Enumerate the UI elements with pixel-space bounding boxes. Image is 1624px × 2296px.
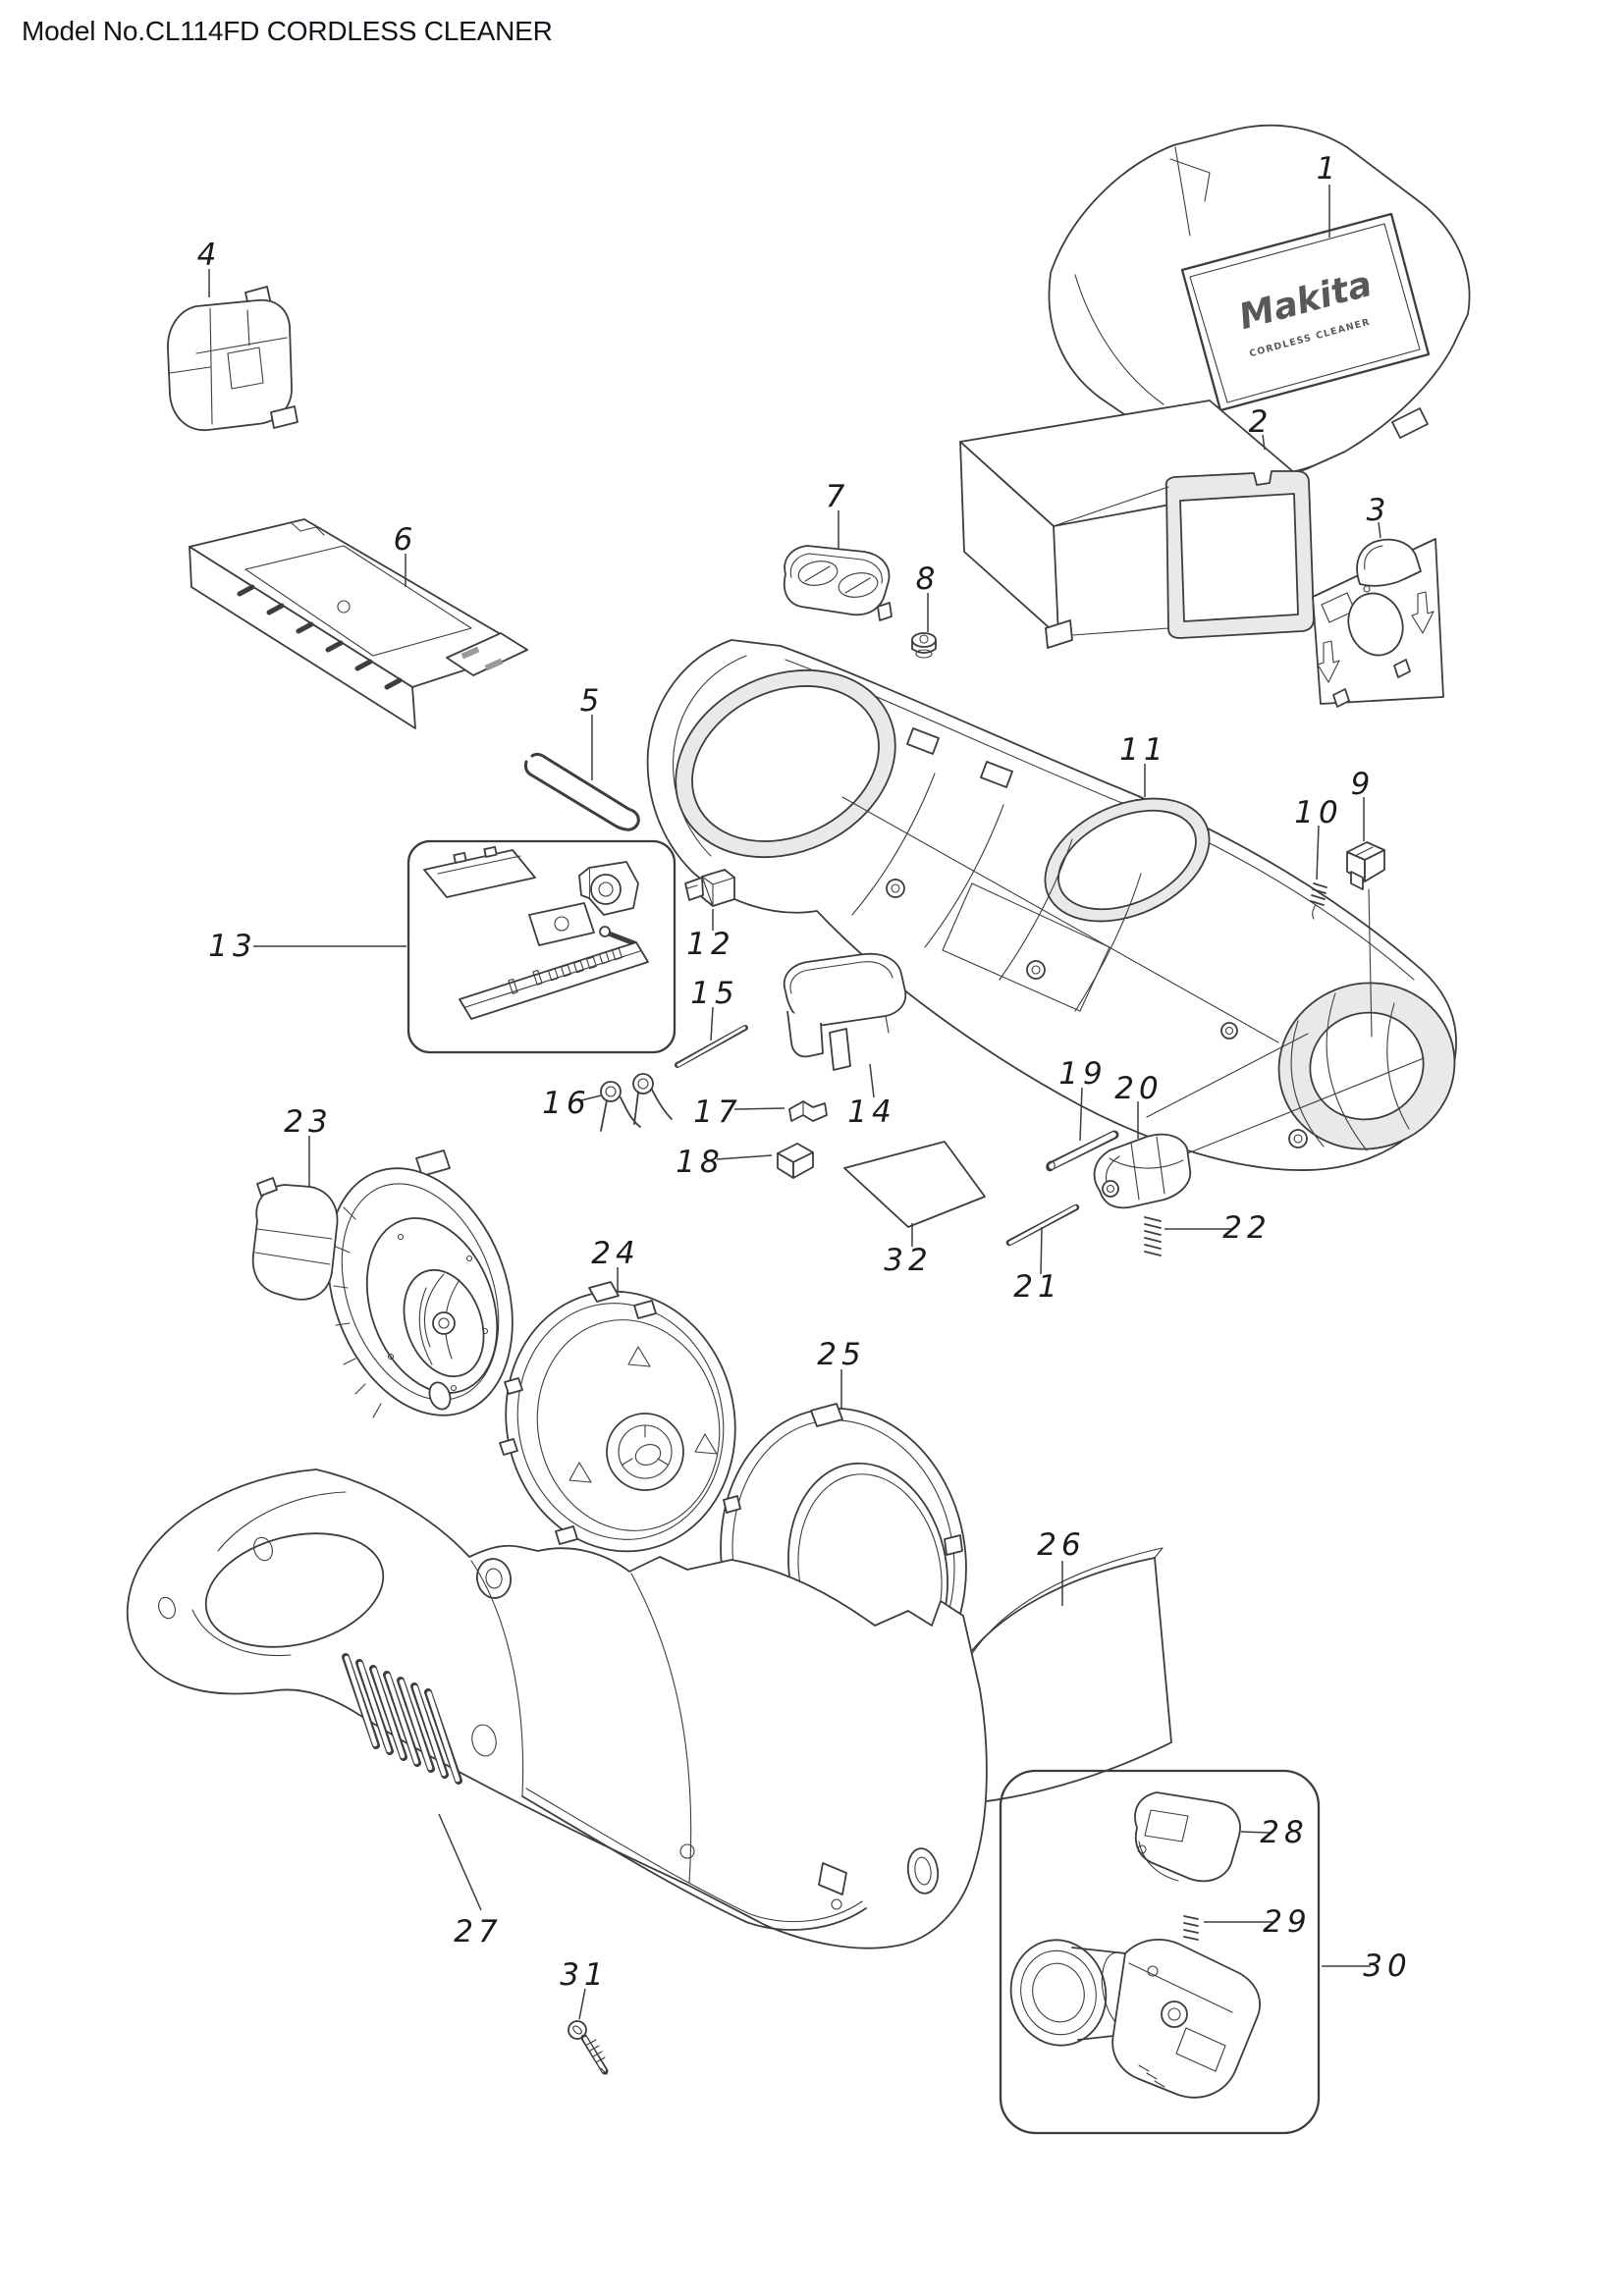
part-number-18: 18 (676, 1145, 724, 1180)
leader-part-10 (1316, 825, 1320, 881)
part-number-29: 29 (1263, 1904, 1311, 1940)
leader-part-27 (438, 1813, 482, 1911)
part-number-12: 12 (686, 927, 734, 962)
part-2-dust-case (959, 400, 1315, 649)
leader-part-21 (1040, 1226, 1043, 1275)
part-19-hinge-pin (1046, 1130, 1119, 1172)
part-29-nozzle-spring (1183, 1915, 1199, 1941)
part-number-24: 24 (591, 1236, 639, 1271)
part-number-11: 11 (1119, 732, 1167, 768)
leader-part-18 (716, 1154, 773, 1160)
part-number-28: 28 (1260, 1815, 1308, 1850)
part-28-nozzle-button (1134, 1791, 1241, 1883)
part-number-5: 5 (580, 683, 605, 719)
leader-part-17 (733, 1107, 785, 1110)
part-number-16: 16 (542, 1086, 590, 1121)
part-16-torsion-springs (600, 1073, 673, 1132)
part-30-nozzle-assembly-box (999, 1769, 1321, 2135)
part-number-26: 26 (1037, 1527, 1085, 1563)
part-14-latch-lever (783, 952, 907, 1071)
part-4-switch-holder (167, 286, 298, 431)
part-number-labels: 1 2 3 4 5 6 7 8 9 10 11 12 13 14 15 16 1… (197, 151, 1411, 1993)
part-22-compression-spring (1144, 1216, 1162, 1256)
part-number-30: 30 (1363, 1949, 1411, 1984)
part-number-23: 23 (284, 1104, 332, 1140)
part-number-22: 22 (1222, 1210, 1271, 1246)
part-24-fan-cover (499, 1281, 736, 1553)
part-number-20: 20 (1114, 1071, 1163, 1106)
part-number-32: 32 (884, 1243, 932, 1278)
part-number-17: 17 (693, 1095, 741, 1130)
part-number-3: 3 (1367, 493, 1391, 528)
part-15-pin (675, 1025, 748, 1068)
part-number-19: 19 (1058, 1056, 1107, 1092)
part-7-switch-button (783, 545, 893, 621)
page-title: Model No.CL114FD CORDLESS CLEANER (22, 16, 553, 46)
leader-part-15 (710, 1006, 714, 1041)
part-number-31: 31 (560, 1957, 608, 1993)
leader-part-28 (1240, 1831, 1272, 1834)
part-10-latch-spring (1310, 882, 1327, 920)
part-number-10: 10 (1294, 795, 1342, 830)
part-32-label-sticker (843, 1141, 986, 1228)
leader-part-31 (578, 1988, 586, 2020)
part-1-upper-cover: Makita CORDLESS CLEANER (1048, 124, 1471, 479)
part-12-micro-switch (684, 869, 735, 907)
part-number-9: 9 (1351, 767, 1376, 802)
leader-part-2 (1262, 434, 1266, 451)
part-number-1: 1 (1317, 151, 1341, 187)
part-13-switch-kit-box (406, 839, 677, 1054)
leader-part-3 (1378, 521, 1381, 539)
part-3-filter-holder-plate (1312, 538, 1444, 708)
part-6-battery-cover (189, 518, 528, 729)
part-number-13: 13 (208, 929, 256, 964)
leader-part-19 (1079, 1087, 1083, 1142)
part-5-wire-clip (524, 752, 640, 831)
part-number-2: 2 (1249, 404, 1273, 440)
part-31-tapping-screw (568, 2020, 609, 2075)
part-11-main-housing (646, 639, 1457, 1171)
part-number-8: 8 (916, 561, 941, 597)
part-number-21: 21 (1013, 1269, 1061, 1305)
part-23-motor-fan-assembly (251, 1149, 514, 1418)
part-18-cushion-block (777, 1143, 814, 1179)
part-8-grommet (911, 632, 937, 659)
part-21-rod (1005, 1203, 1080, 1247)
part-number-7: 7 (826, 479, 850, 514)
part-30-nozzle-body (1009, 1939, 1261, 2099)
part-number-15: 15 (690, 976, 738, 1011)
part-27-lower-housing (126, 1468, 988, 1949)
leader-part-16 (580, 1095, 602, 1101)
part-17-clip (788, 1100, 828, 1122)
part-number-4: 4 (197, 238, 222, 273)
part-9-hook-latch (1346, 841, 1385, 890)
part-20-release-button (1093, 1133, 1192, 1209)
leader-part-14 (869, 1063, 875, 1098)
leader-lines (208, 185, 1381, 2020)
part-number-25: 25 (817, 1337, 865, 1372)
part-number-6: 6 (394, 522, 418, 558)
part-number-14: 14 (847, 1095, 895, 1130)
part-number-27: 27 (454, 1914, 502, 1949)
